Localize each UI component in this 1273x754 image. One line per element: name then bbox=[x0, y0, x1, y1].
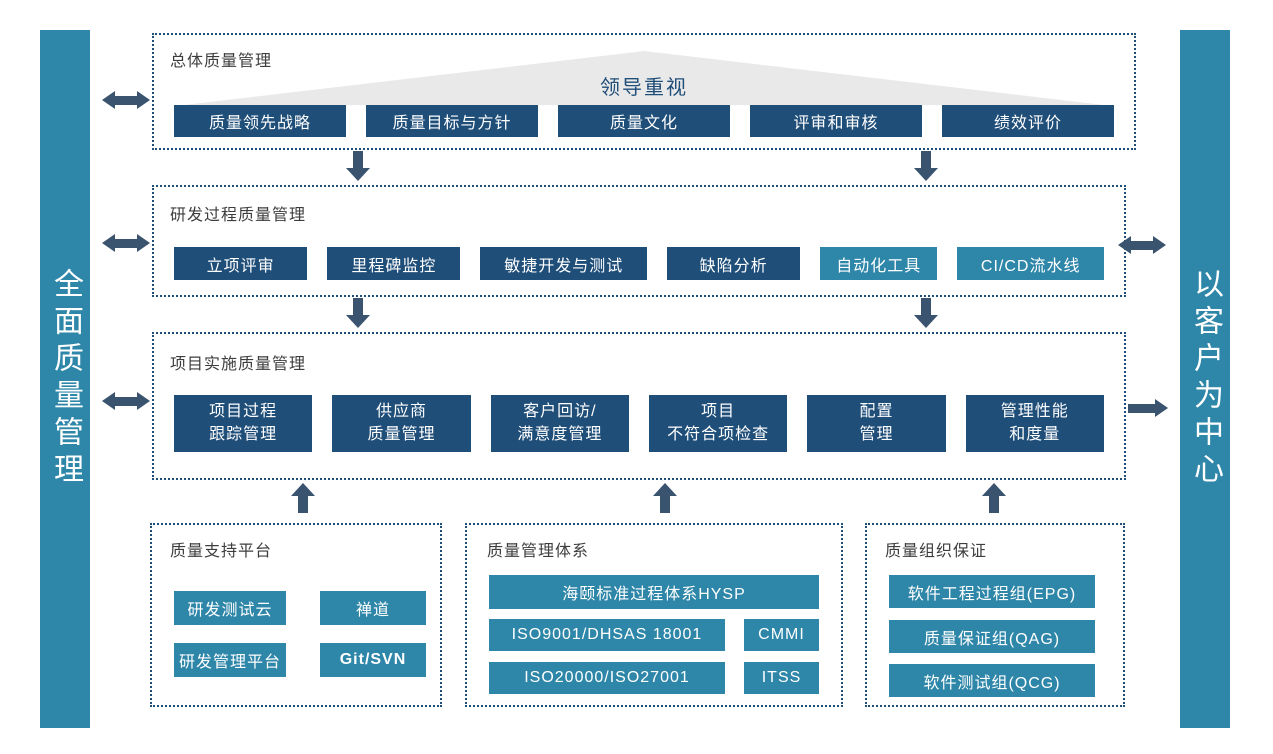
down-arrow-icon bbox=[346, 151, 370, 181]
quality-support-platform-title: 质量支持平台 bbox=[170, 543, 273, 560]
bidirectional-arrow-icon bbox=[102, 392, 150, 410]
diagram-node: Git/SVN bbox=[320, 643, 426, 677]
bidirectional-arrow-icon bbox=[1118, 236, 1166, 254]
diagram-node: 质量领先战略 bbox=[174, 105, 346, 137]
quality-support-platform-box: 质量支持平台 研发测试云 禅道 研发管理平台 Git/SVN bbox=[150, 523, 442, 707]
quality-organization-box: 质量组织保证 软件工程过程组(EPG) 质量保证组(QAG) 软件测试组(QCG… bbox=[865, 523, 1125, 707]
diagram-node: 项目 不符合项检查 bbox=[648, 395, 788, 452]
down-arrow-icon bbox=[346, 298, 370, 328]
project-implementation-node-row: 项目过程 跟踪管理 供应商 质量管理 客户回访/ 满意度管理 项目 不符合项检查… bbox=[174, 395, 1104, 452]
diagram-node: 评审和审核 bbox=[750, 105, 922, 137]
diagram-node: 软件工程过程组(EPG) bbox=[889, 575, 1095, 608]
diagram-node: 研发测试云 bbox=[174, 591, 286, 625]
diagram-node: 研发管理平台 bbox=[174, 643, 286, 677]
rd-process-quality-box-title: 研发过程质量管理 bbox=[170, 207, 307, 224]
down-arrow-icon bbox=[914, 298, 938, 328]
overall-quality-node-row: 质量领先战略 质量目标与方针 质量文化 评审和审核 绩效评价 bbox=[174, 105, 1114, 137]
project-implementation-box-title: 项目实施质量管理 bbox=[170, 356, 307, 373]
left-banner-label: 全面质量管理 bbox=[49, 268, 82, 490]
diagram-node: 绩效评价 bbox=[942, 105, 1114, 137]
diagram-node: 自动化工具 bbox=[820, 247, 938, 280]
overall-quality-box: 总体质量管理 领导重视 质量领先战略 质量目标与方针 质量文化 评审和审核 绩效… bbox=[152, 33, 1136, 150]
diagram-node: 配置 管理 bbox=[807, 395, 946, 452]
right-banner: 以客户为中心 bbox=[1180, 30, 1230, 728]
diagram-node: 禅道 bbox=[320, 591, 426, 625]
diagram-node: 立项评审 bbox=[174, 247, 308, 280]
quality-management-system-box: 质量管理体系 海颐标准过程体系HYSP ISO9001/DHSAS 18001 … bbox=[465, 523, 843, 707]
diagram-node: CMMI bbox=[744, 619, 819, 651]
diagram-node: 质量保证组(QAG) bbox=[889, 620, 1095, 653]
diagram-node: 供应商 质量管理 bbox=[332, 395, 471, 452]
diagram-node: 质量文化 bbox=[558, 105, 730, 137]
overall-quality-box-title: 总体质量管理 bbox=[170, 53, 273, 70]
up-arrow-icon bbox=[653, 483, 677, 513]
diagram-node: ITSS bbox=[744, 662, 819, 694]
left-banner: 全面质量管理 bbox=[40, 30, 90, 728]
right-banner-label: 以客户为中心 bbox=[1189, 268, 1222, 490]
diagram-node: 客户回访/ 满意度管理 bbox=[490, 395, 629, 452]
rd-process-quality-box: 研发过程质量管理 立项评审 里程碑监控 敏捷开发与测试 缺陷分析 自动化工具 C… bbox=[152, 185, 1126, 297]
diagram-node: 缺陷分析 bbox=[666, 247, 801, 280]
diagram-node: 质量目标与方针 bbox=[366, 105, 538, 137]
quality-organization-title: 质量组织保证 bbox=[885, 543, 988, 560]
diagram-node: 海颐标准过程体系HYSP bbox=[489, 575, 819, 609]
bidirectional-arrow-icon bbox=[102, 91, 150, 109]
diagram-node: 项目过程 跟踪管理 bbox=[174, 395, 313, 452]
up-arrow-icon bbox=[291, 483, 315, 513]
diagram-node: ISO20000/ISO27001 bbox=[489, 662, 725, 694]
project-implementation-quality-box: 项目实施质量管理 项目过程 跟踪管理 供应商 质量管理 客户回访/ 满意度管理 … bbox=[152, 332, 1126, 480]
diagram-node: 软件测试组(QCG) bbox=[889, 664, 1095, 697]
rd-process-node-row: 立项评审 里程碑监控 敏捷开发与测试 缺陷分析 自动化工具 CI/CD流水线 bbox=[174, 247, 1104, 280]
diagram-node: ISO9001/DHSAS 18001 bbox=[489, 619, 725, 651]
bidirectional-arrow-icon bbox=[102, 234, 150, 252]
diagram-node: 敏捷开发与测试 bbox=[480, 247, 647, 280]
quality-management-system-title: 质量管理体系 bbox=[487, 543, 590, 560]
diagram-node: 管理性能 和度量 bbox=[965, 395, 1104, 452]
diagram-node: 里程碑监控 bbox=[327, 247, 461, 280]
leadership-banner-label: 领导重视 bbox=[600, 77, 688, 99]
down-arrow-icon bbox=[914, 151, 938, 181]
diagram-node: CI/CD流水线 bbox=[957, 247, 1104, 280]
right-arrow-icon bbox=[1128, 399, 1168, 417]
up-arrow-icon bbox=[982, 483, 1006, 513]
